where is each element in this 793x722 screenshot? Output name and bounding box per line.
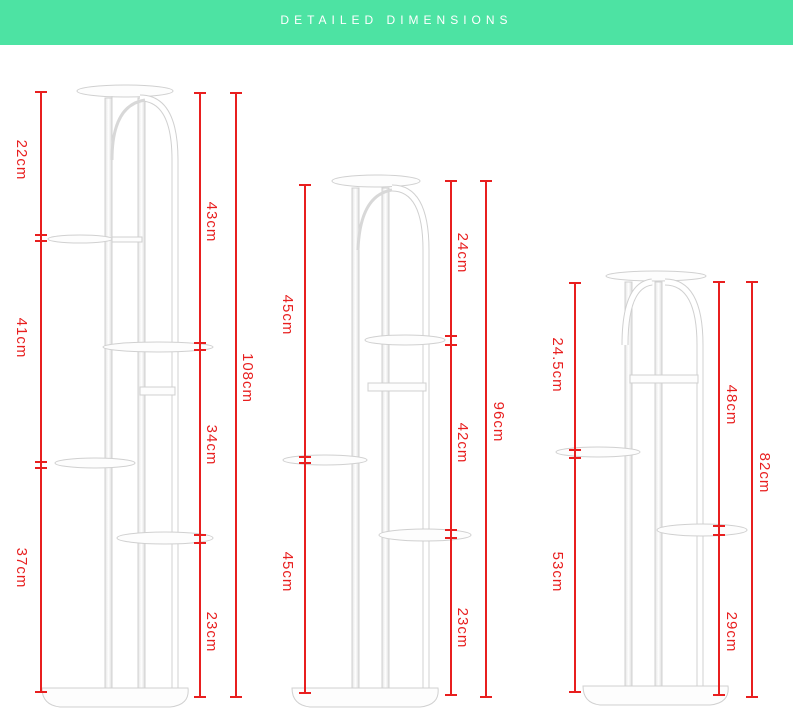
tall-left-bottom-label: 37cm: [13, 548, 30, 589]
medium-left-top-label: 45cm: [279, 295, 296, 336]
short-mid-bottom-label: 29cm: [723, 612, 740, 653]
tall-mid-bottom-label: 23cm: [203, 612, 220, 653]
medium-total-label: 96cm: [490, 402, 507, 443]
short-plant-stand: [555, 270, 748, 706]
tall-mid-top-label: 43cm: [203, 202, 220, 243]
title-banner: DETAILED DIMENSIONS: [0, 0, 793, 45]
banner-title: DETAILED DIMENSIONS: [280, 12, 513, 27]
tall-total-label: 108cm: [239, 353, 256, 403]
short-total-label: 82cm: [756, 453, 773, 494]
tall-mid-middle-label: 34cm: [203, 425, 220, 466]
short-dimension-lines: [569, 281, 758, 698]
tall-left-top-label: 22cm: [13, 140, 30, 181]
tall-dimension-lines: [35, 91, 242, 698]
short-left-top-label: 24.5cm: [549, 337, 566, 392]
medium-mid-middle-label: 42cm: [454, 423, 471, 464]
medium-mid-bottom-label: 23cm: [454, 608, 471, 649]
medium-left-bottom-label: 45cm: [279, 552, 296, 593]
medium-plant-stand: [282, 174, 472, 708]
short-left-bottom-label: 53cm: [549, 552, 566, 593]
medium-dimension-lines: [299, 180, 492, 698]
short-mid-top-label: 48cm: [723, 385, 740, 426]
tall-left-middle-label: 41cm: [13, 318, 30, 359]
tall-plant-stand: [41, 84, 214, 708]
medium-mid-top-label: 24cm: [454, 233, 471, 274]
